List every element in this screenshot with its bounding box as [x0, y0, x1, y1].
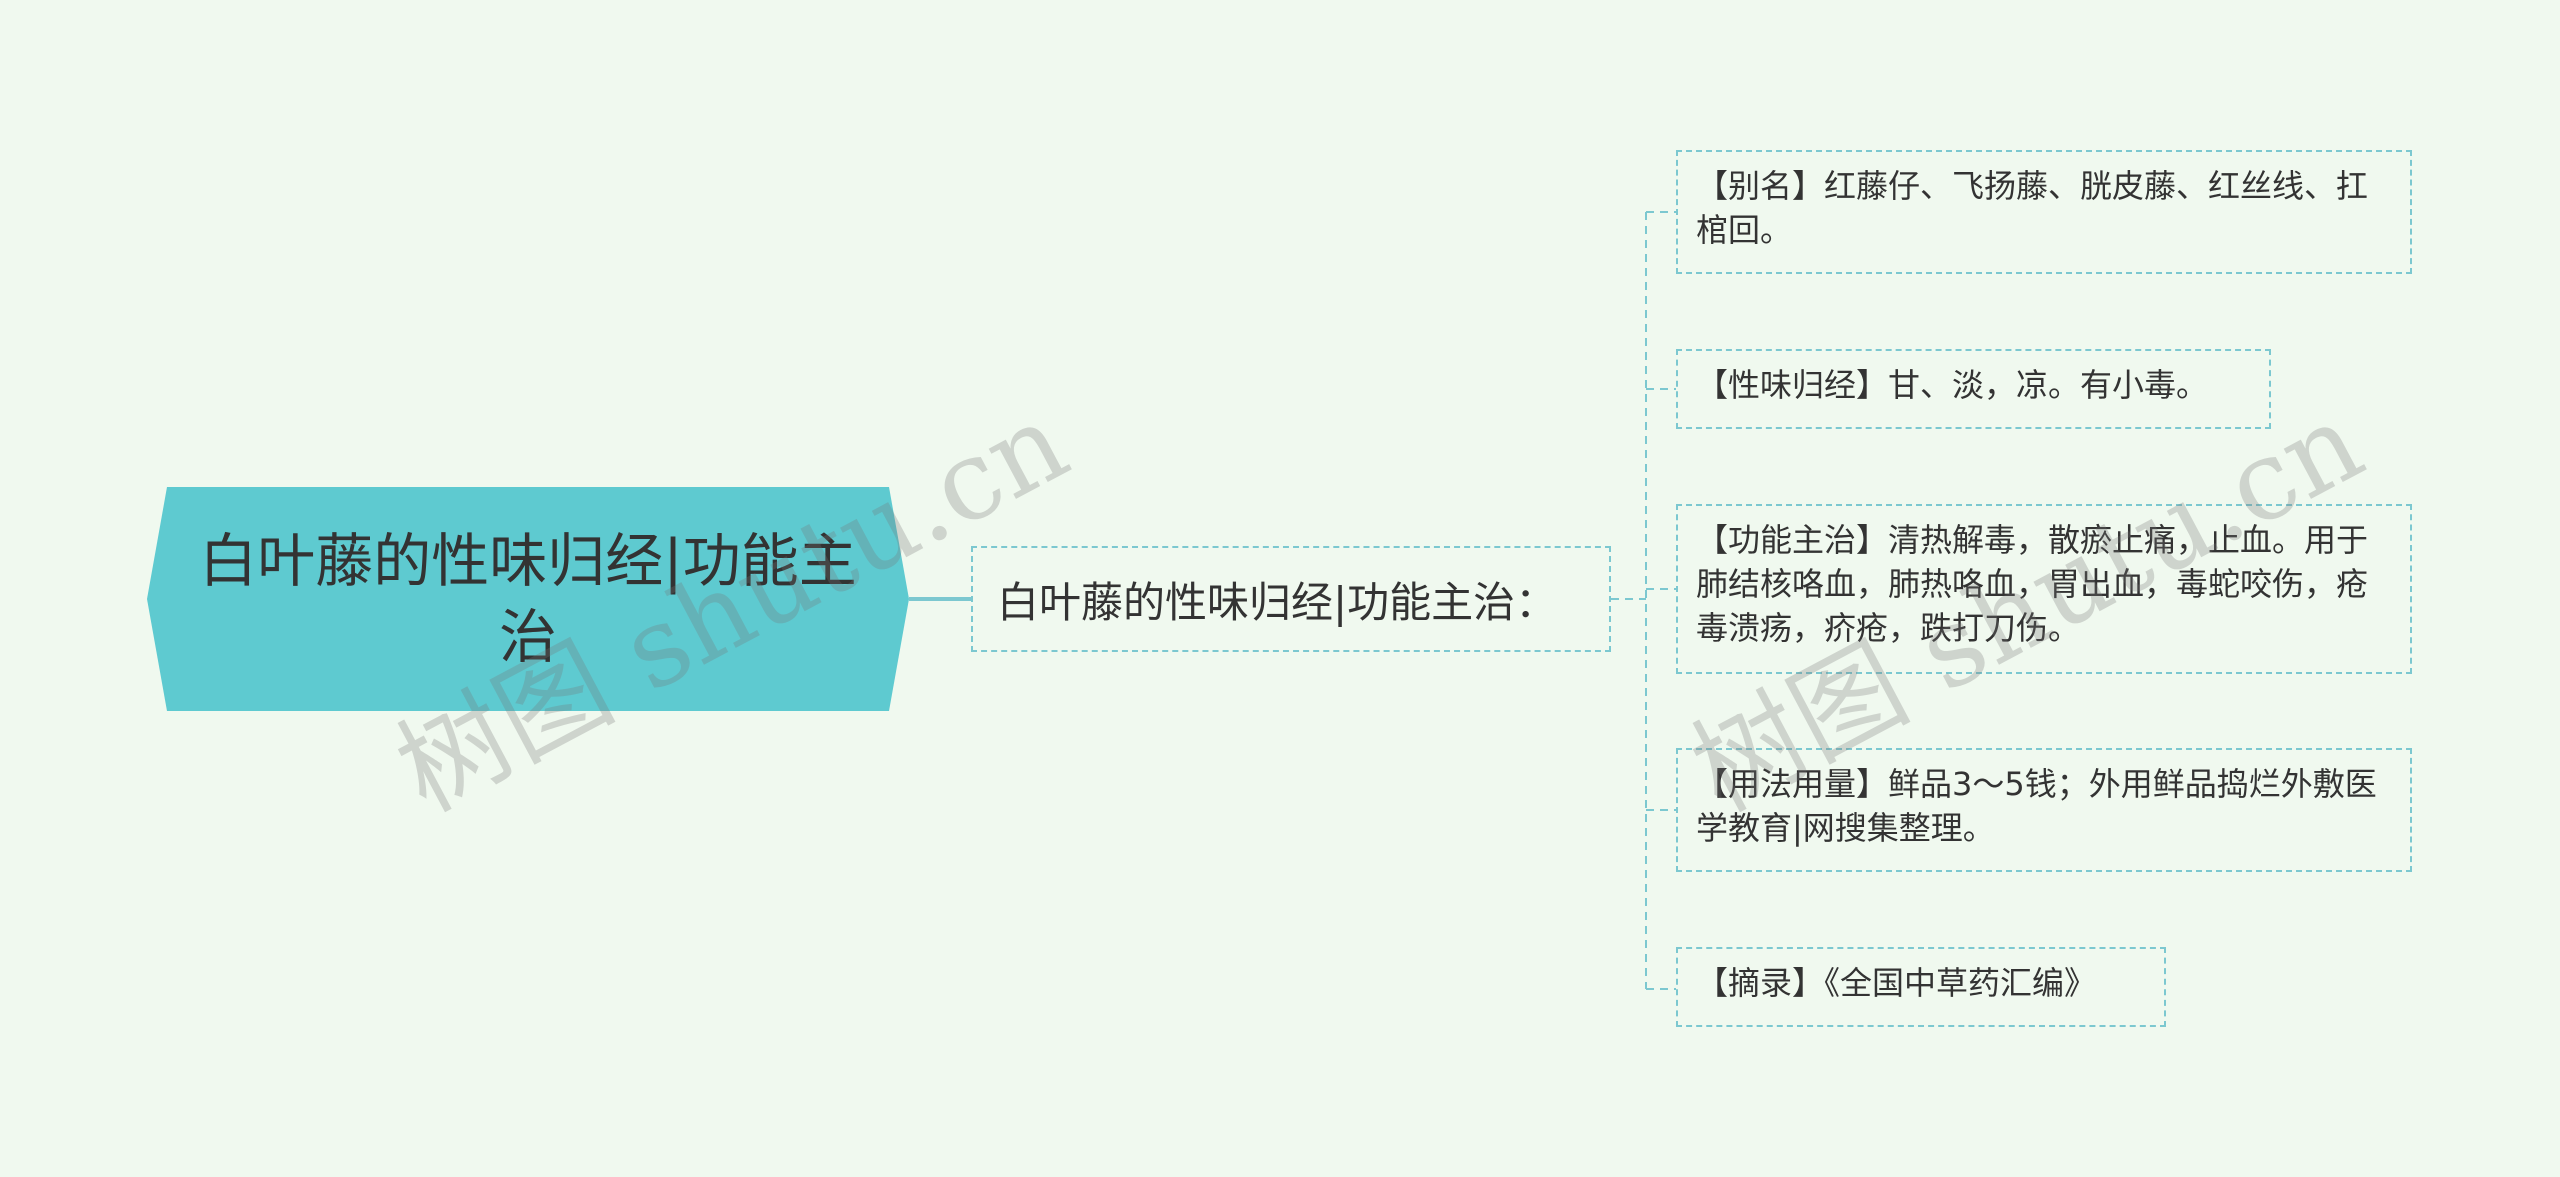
- leaf-usage-dosage[interactable]: 【用法用量】鲜品3～5钱；外用鲜品捣烂外敷医学教育|网搜集整理。: [1676, 748, 2412, 872]
- root-hexagon: [147, 487, 909, 711]
- leaf-text: 【功能主治】清热解毒，散瘀止痛，止血。用于肺结核咯血，肺热咯血，胃出血，毒蛇咬伤…: [1696, 521, 2369, 647]
- root-title: 白叶藤的性味归经|功能主治: [199, 527, 857, 671]
- leaf-excerpt[interactable]: 【摘录】《全国中草药汇编》: [1676, 947, 2166, 1027]
- root-node[interactable]: 白叶藤的性味归经|功能主治: [147, 487, 909, 711]
- leaf-taste-meridian[interactable]: 【性味归经】甘、淡，凉。有小毒。: [1676, 349, 2271, 429]
- branch-label: 白叶藤的性味归经|功能主治：: [997, 577, 1558, 627]
- leaf-text: 【摘录】《全国中草药汇编》: [1696, 964, 2097, 1002]
- leaf-text: 【用法用量】鲜品3～5钱；外用鲜品捣烂外敷医学教育|网搜集整理。: [1696, 765, 2377, 847]
- leaf-function[interactable]: 【功能主治】清热解毒，散瘀止痛，止血。用于肺结核咯血，肺热咯血，胃出血，毒蛇咬伤…: [1676, 504, 2412, 674]
- leaf-text: 【性味归经】甘、淡，凉。有小毒。: [1696, 366, 2209, 404]
- leaf-alias[interactable]: 【别名】红藤仔、飞扬藤、胱皮藤、红丝线、扛棺回。: [1676, 150, 2412, 274]
- branch-node[interactable]: 白叶藤的性味归经|功能主治：: [971, 546, 1611, 652]
- leaf-text: 【别名】红藤仔、飞扬藤、胱皮藤、红丝线、扛棺回。: [1696, 167, 2369, 249]
